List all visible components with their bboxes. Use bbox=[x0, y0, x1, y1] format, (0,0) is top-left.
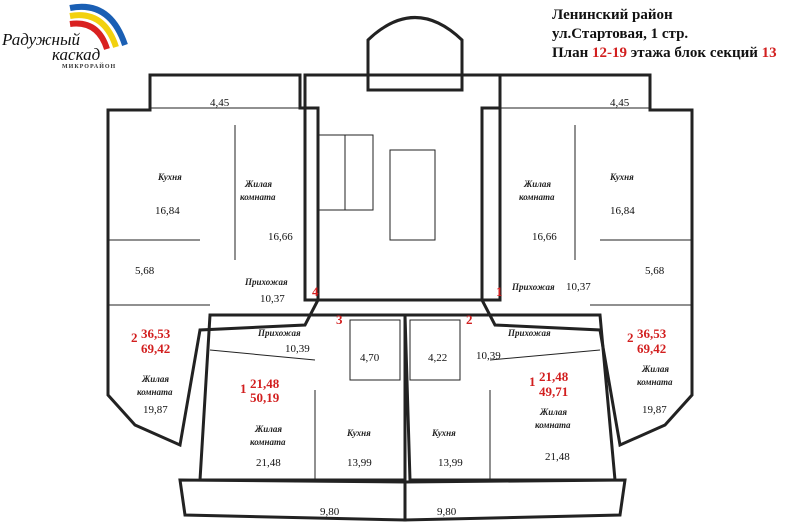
apartment-orange bbox=[403, 313, 617, 482]
green-room-area: 21,48 bbox=[256, 457, 281, 469]
logo-text-2: каскад bbox=[52, 45, 101, 64]
right-room1-label2: комната bbox=[519, 192, 555, 202]
green-balcony-area: 9,80 bbox=[320, 506, 340, 518]
right-room1-area: 16,66 bbox=[532, 231, 557, 243]
right-room2-label: Жилая bbox=[641, 364, 669, 374]
orange-living-area: 21,48 bbox=[539, 369, 569, 384]
apartment-green bbox=[198, 313, 407, 482]
right-room2-label2: комната bbox=[637, 377, 673, 387]
orange-hall-area: 10,39 bbox=[476, 350, 501, 362]
orange-room-area: 21,48 bbox=[545, 451, 570, 463]
orange-kitchen-label: Кухня bbox=[431, 428, 456, 438]
green-room-label: Жилая bbox=[254, 424, 282, 434]
green-kitchen-label: Кухня bbox=[346, 428, 371, 438]
left-room1-label2: комната bbox=[240, 192, 276, 202]
right-bath-area: 5,68 bbox=[645, 265, 665, 277]
green-living-area: 21,48 bbox=[250, 376, 280, 391]
header: Ленинский район ул.Стартовая, 1 стр. Пла… bbox=[552, 6, 777, 63]
orange-hall-label: Прихожая bbox=[507, 328, 551, 338]
green-apt-number: 1 bbox=[240, 381, 247, 396]
right-balcony-area: 4,45 bbox=[610, 97, 630, 109]
right-room2-area: 19,87 bbox=[642, 404, 667, 416]
orange-room-label: Жилая bbox=[539, 407, 567, 417]
left-bath-area: 5,68 bbox=[135, 265, 155, 277]
orange-balcony-area: 9,80 bbox=[437, 506, 457, 518]
green-kitchen-area: 13,99 bbox=[347, 457, 372, 469]
orange-bath-area: 4,22 bbox=[428, 352, 447, 364]
elevator bbox=[389, 149, 436, 241]
left-balcony-area: 4,45 bbox=[210, 97, 230, 109]
street: ул.Стартовая, 1 стр. bbox=[552, 26, 689, 42]
right-apt-number: 2 bbox=[627, 330, 634, 345]
orange-apt-number: 1 bbox=[529, 374, 536, 389]
right-hall-label: Прихожая bbox=[511, 282, 555, 292]
green-hall-area: 10,39 bbox=[285, 343, 310, 355]
plan-middle: этажа блок секций bbox=[626, 45, 762, 61]
balcony-green bbox=[178, 478, 407, 522]
plan-title: План 12-19 этажа блок секций 13 bbox=[552, 44, 777, 63]
door-number-4: 4 bbox=[312, 284, 319, 299]
door-number-2: 2 bbox=[466, 312, 473, 327]
left-room1-label: Жилая bbox=[244, 179, 272, 189]
left-room2-label2: комната bbox=[137, 387, 173, 397]
green-room-label2: комната bbox=[250, 437, 286, 447]
right-living-area: 36,53 bbox=[637, 326, 667, 341]
left-total-area: 69,42 bbox=[141, 341, 170, 356]
door-number-1: 1 bbox=[496, 284, 503, 299]
stair-core bbox=[303, 73, 502, 302]
door-number-3: 3 bbox=[336, 312, 343, 327]
left-apt-number: 2 bbox=[131, 330, 138, 345]
right-hall-area: 10,37 bbox=[566, 281, 591, 293]
rotunda bbox=[366, 16, 464, 92]
left-living-area: 36,53 bbox=[141, 326, 171, 341]
green-total-area: 50,19 bbox=[250, 390, 280, 405]
right-room1-label: Жилая bbox=[523, 179, 551, 189]
apartment-right bbox=[480, 73, 694, 448]
orange-total-area: 49,71 bbox=[539, 384, 568, 399]
right-kitchen-label: Кухня bbox=[609, 172, 634, 182]
right-kitchen-area: 16,84 bbox=[610, 205, 635, 217]
district: Ленинский район bbox=[552, 7, 673, 23]
logo-text-1: Радужный bbox=[1, 30, 80, 49]
orange-kitchen-area: 13,99 bbox=[438, 457, 463, 469]
green-bath-area: 4,70 bbox=[360, 352, 380, 364]
green-hall-label: Прихожая bbox=[257, 328, 301, 338]
plan-prefix: План bbox=[552, 45, 592, 61]
orange-room-label2: комната bbox=[535, 420, 571, 430]
balcony-orange bbox=[403, 478, 627, 522]
section: 13 bbox=[761, 45, 777, 61]
rainbow-logo-icon: Радужный каскад МИКРОРАЙОН bbox=[1, 3, 128, 70]
logo: Радужный каскад МИКРОРАЙОН bbox=[0, 0, 130, 70]
logo-text-3: МИКРОРАЙОН bbox=[62, 62, 116, 70]
left-kitchen-area: 16,84 bbox=[155, 205, 180, 217]
left-hall-label: Прихожая bbox=[244, 277, 288, 287]
floors: 12-19 bbox=[591, 45, 627, 61]
right-total-area: 69,42 bbox=[637, 341, 666, 356]
left-hall-area: 10,37 bbox=[260, 293, 285, 305]
left-room2-area: 19,87 bbox=[143, 404, 168, 416]
left-room2-label: Жилая bbox=[141, 374, 169, 384]
left-kitchen-label: Кухня bbox=[157, 172, 182, 182]
left-room1-area: 16,66 bbox=[268, 231, 293, 243]
